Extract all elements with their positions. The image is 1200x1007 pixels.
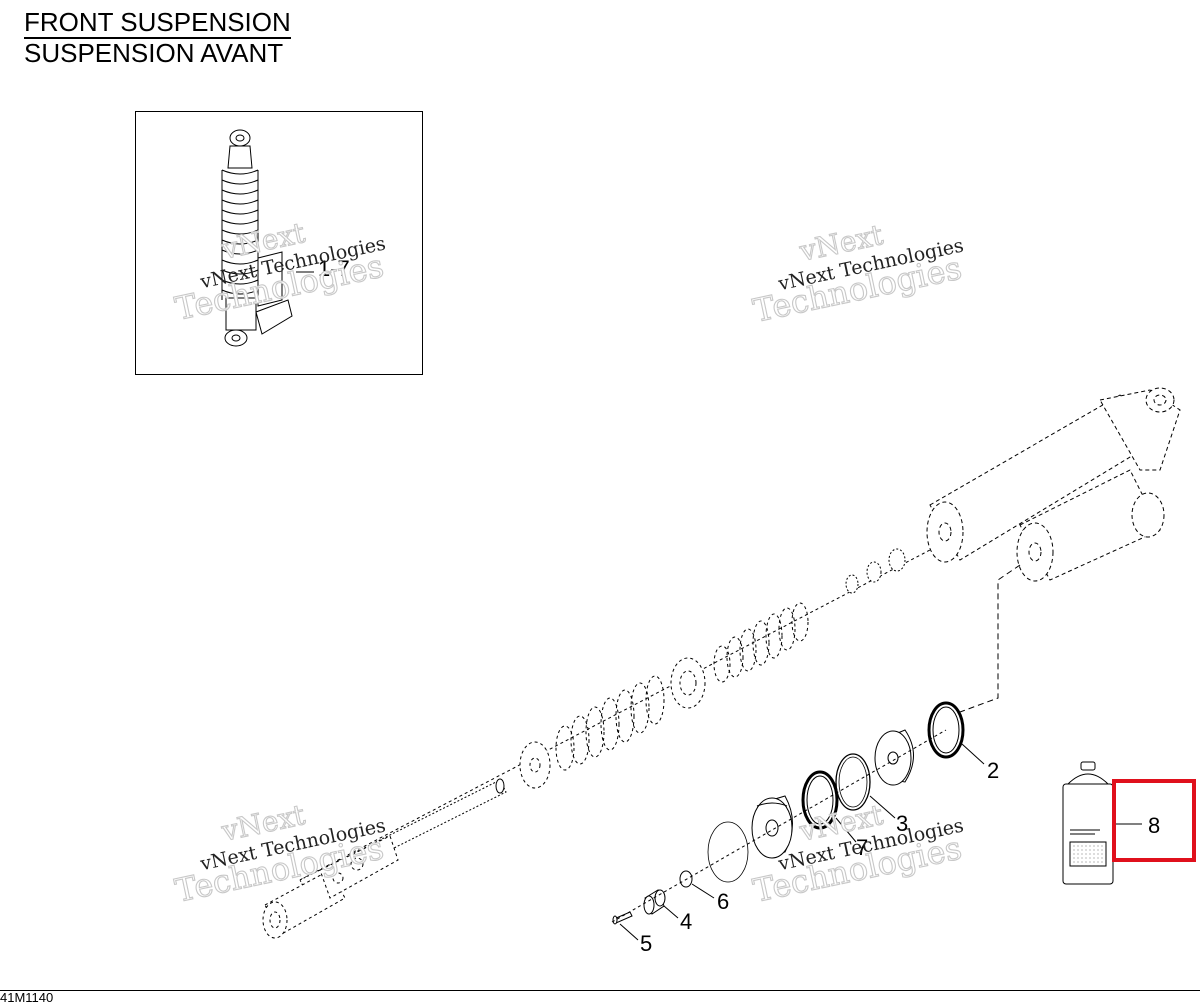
inset-callout-label: 1-7 xyxy=(318,256,350,281)
drawing-code: 41M1140 xyxy=(0,990,54,1005)
o-ring-3a xyxy=(835,753,871,811)
spring-upper xyxy=(713,602,809,683)
callout-4: 4 xyxy=(680,909,692,934)
callout-2: 2 xyxy=(987,758,999,783)
screw-5 xyxy=(612,911,633,925)
reservoir-leader xyxy=(959,564,1021,713)
thin-washer xyxy=(707,821,749,883)
spring-seat-middle xyxy=(670,657,706,709)
callout-7: 7 xyxy=(856,835,868,860)
shaft-end-eye xyxy=(262,835,399,939)
title-french: SUSPENSION AVANT xyxy=(24,38,284,68)
shock-body xyxy=(926,387,1181,563)
o-ring-3b xyxy=(801,770,839,830)
footer-divider xyxy=(0,990,1200,991)
shock-absorber-icon xyxy=(221,129,293,347)
piston-part xyxy=(874,729,914,786)
callout-3: 3 xyxy=(896,811,908,836)
shaft-nuts xyxy=(845,548,906,594)
valve-core-4 xyxy=(643,889,666,915)
callout-8: 8 xyxy=(1148,813,1160,838)
small-o-ring-6 xyxy=(679,870,693,888)
callout-5: 5 xyxy=(640,931,652,956)
highlight-box-8[interactable] xyxy=(1112,779,1196,862)
callout-leaders xyxy=(619,743,1142,941)
reservoir xyxy=(1016,469,1165,582)
callout-6: 6 xyxy=(717,889,729,914)
watermark-bottom-left: vNext vNext Technologies Technologies xyxy=(171,797,387,910)
valve-cap xyxy=(751,795,793,859)
page-title: FRONT SUSPENSION SUSPENSION AVANT xyxy=(24,8,291,67)
inset-box[interactable] xyxy=(135,111,423,375)
o-ring-2 xyxy=(927,701,965,759)
spring-seat-lower xyxy=(519,741,551,789)
oil-bottle-icon xyxy=(1062,761,1114,885)
shaft-axis xyxy=(299,549,931,881)
title-english: FRONT SUSPENSION xyxy=(24,7,291,39)
spring-lower xyxy=(555,675,665,771)
watermark-top-right: vNext vNext Technologies Technologies xyxy=(749,217,965,330)
valve-axis xyxy=(611,729,947,923)
